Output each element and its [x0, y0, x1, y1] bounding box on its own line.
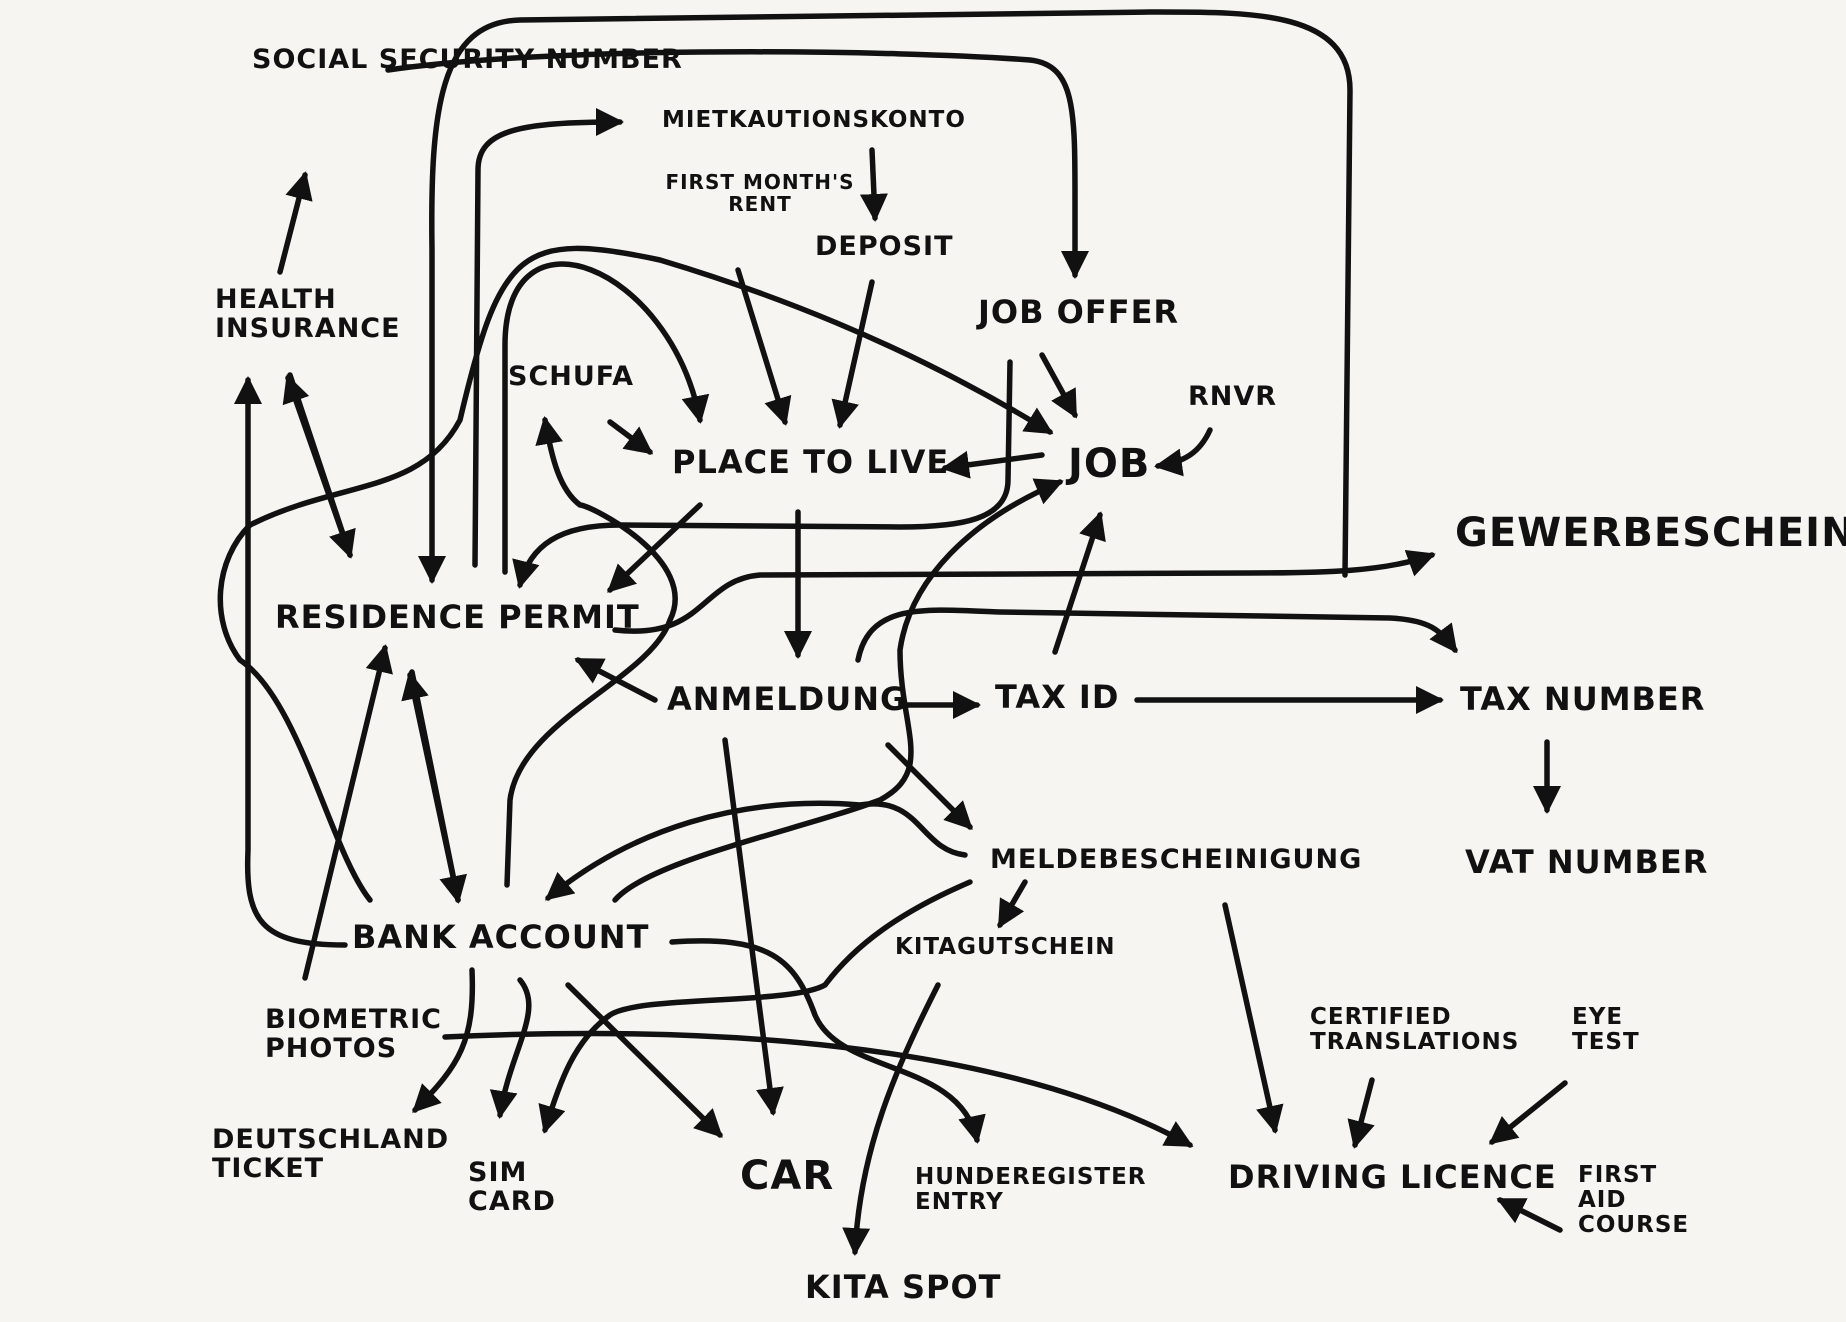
edge-bank-account-to-sim-card — [489, 977, 532, 1119]
edge-residence-permit-to-mietkautionskonto — [472, 108, 624, 568]
edge-anmeldung-to-meldebescheinigung — [885, 742, 973, 830]
edge-certified-translations-to-driving-licence — [1347, 1077, 1375, 1149]
node-place-to-live: Place to live — [672, 443, 950, 481]
edge-bank-account-to-deutschland-ticket — [412, 967, 476, 1113]
edge-first-aid-course-to-driving-licence — [1496, 1197, 1563, 1233]
edge-job-to-place-to-live — [941, 450, 1045, 479]
edge-bank-account-to-car — [565, 982, 723, 1138]
edge-meldebescheinigung-to-bank-account — [544, 800, 968, 901]
node-health-insurance: Health insurance — [215, 284, 401, 345]
edge-biometric-photos-to-driving-licence — [442, 1030, 1194, 1148]
node-mietkautionskonto: Mietkautionskonto — [662, 107, 966, 133]
node-sim-card: SIM card — [468, 1157, 556, 1218]
edge-anmeldung-to-car — [722, 737, 784, 1116]
node-deutschland-ticket: Deutschland Ticket — [212, 1124, 450, 1185]
node-kitagutschein: Kitagutschein — [895, 934, 1116, 960]
edge-meldebescheinigung-to-sim-card — [538, 879, 973, 1134]
edge-bank-account-to-residence-permit — [401, 671, 461, 903]
node-residence-permit: Residence permit — [275, 598, 640, 636]
node-meldebescheinigung: Meldebescheinigung — [990, 844, 1363, 875]
edge-bank-account-to-health-insurance — [234, 376, 348, 948]
node-eye-test: Eye test — [1572, 1004, 1640, 1055]
edge-residence-permit-to-health-insurance — [282, 374, 353, 558]
edge-meldebescheinigung-to-kitagutschein — [997, 879, 1028, 929]
edge-place-to-live-to-residence-permit — [607, 502, 703, 593]
edge-mietkautionskonto-to-deposit — [859, 147, 888, 222]
edge-residence-permit-to-gewerbeschein — [612, 549, 1436, 634]
node-gewerbeschein: Gewerbeschein — [1455, 510, 1846, 556]
edge-loop-to-residence-permit — [418, 9, 1353, 584]
node-vat-number: VAT number — [1465, 843, 1709, 881]
edge-eye-test-to-driving-licence — [1488, 1080, 1568, 1145]
node-deposit: Deposit — [815, 231, 954, 262]
edge-residence-permit-to-place-to-live — [502, 261, 710, 575]
node-rnvr: RNVR — [1188, 381, 1278, 412]
edge-bank-account-to-schufa — [504, 416, 678, 888]
node-anmeldung: Anmeldung — [667, 680, 908, 718]
edge-social-security-to-job-offer — [385, 49, 1089, 279]
edge-job-offer-to-residence-permit — [512, 359, 1013, 589]
edge-bank-account-to-job — [217, 245, 1054, 903]
node-driving-licence: Driving licence — [1228, 1158, 1557, 1196]
node-bank-account: Bank account — [352, 918, 650, 956]
edge-deposit-to-place-to-live — [831, 279, 875, 429]
node-job: Job — [1068, 441, 1151, 487]
node-first-months-rent: First month's rent — [665, 170, 855, 216]
node-kita-spot: Kita spot — [805, 1268, 1002, 1306]
edge-anmeldung-to-tax-number — [855, 607, 1458, 663]
node-biometric-photos: Biometric photos — [265, 1004, 442, 1065]
edge-kitagutschein-to-kita-spot — [842, 982, 941, 1256]
node-first-aid-course: First aid course — [1578, 1162, 1690, 1238]
edge-health-insurance-to-social-security — [277, 171, 313, 275]
node-hunderegister-entry: Hunderegister entry — [915, 1164, 1147, 1215]
node-certified-translations: Certified translations — [1310, 1004, 1520, 1055]
edge-schufa-to-place-to-live — [607, 419, 654, 455]
edge-bank-account-to-hunderegister — [669, 938, 986, 1144]
node-job-offer: Job offer — [978, 293, 1180, 331]
node-schufa: Schufa — [508, 361, 635, 392]
edge-tax-id-to-job — [1052, 511, 1106, 655]
edge-job-offer-to-job — [1039, 352, 1078, 419]
node-social-security-number: Social security number — [252, 44, 683, 75]
edge-bank-account-to-job-2 — [612, 478, 1064, 903]
node-car: Car — [740, 1153, 835, 1199]
node-tax-id: Tax ID — [995, 678, 1120, 716]
edge-biometric-photos-to-residence-permit — [302, 644, 393, 981]
node-tax-number: Tax number — [1460, 680, 1706, 718]
edge-meldebescheinigung-to-driving-licence — [1222, 902, 1284, 1134]
edge-rnvr-to-job — [1154, 427, 1213, 477]
edge-first-months-rent-to-place-to-live — [735, 267, 792, 426]
